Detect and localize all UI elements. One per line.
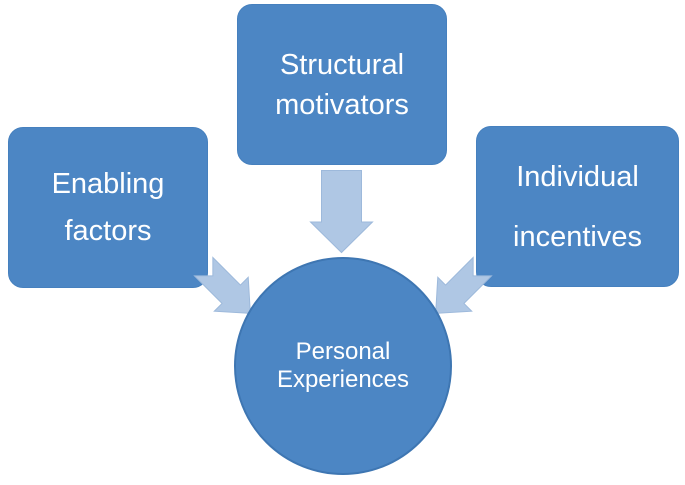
node-structural-motivators: Structural motivators (237, 4, 447, 165)
node-label-line: incentives (513, 220, 642, 253)
node-enabling-factors: Enabling factors (8, 127, 208, 288)
node-label-line: Experiences (276, 366, 410, 393)
arrow-down-icon (309, 170, 374, 254)
node-label-line: Structural (279, 48, 405, 81)
node-label-line: factors (64, 214, 152, 247)
node-label-line: motivators (275, 88, 409, 121)
arrow-diagonal-down-right-icon (193, 256, 251, 314)
node-personal-experiences: Personal Experiences (234, 257, 452, 475)
arrow-diagonal-down-left-icon (435, 256, 493, 314)
node-label-line: Enabling (51, 167, 165, 200)
node-label-line: Personal (295, 338, 391, 365)
node-individual-incentives: Individual incentives (476, 126, 679, 287)
node-label-line: Individual (516, 160, 639, 193)
